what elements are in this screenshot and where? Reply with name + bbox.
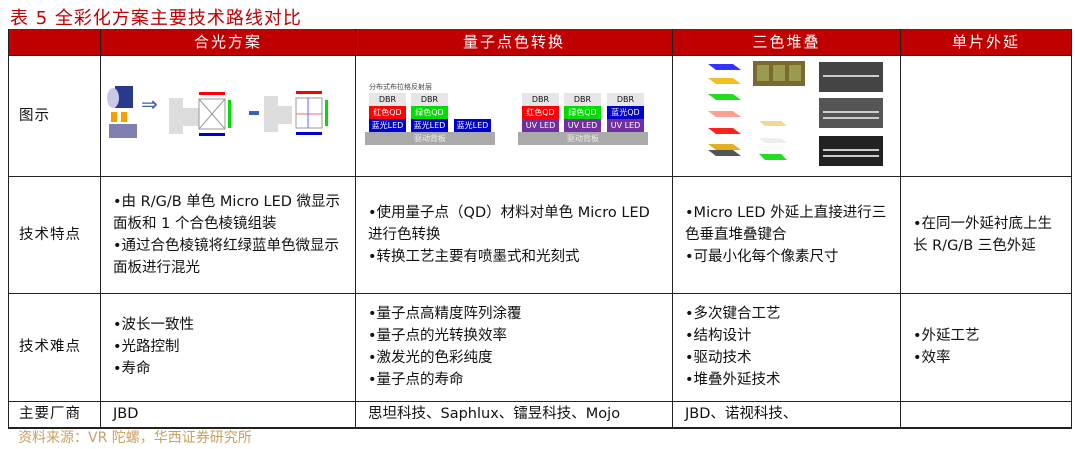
header-blank <box>8 29 101 56</box>
table-row: 技术难点 •波长一致性 •光路控制 •寿命 •量子点高精度阵列涂覆 •量子点的光转换效… <box>8 292 1072 402</box>
vendor-cell: 思坦科技、Saphlux、镭昱科技、Mojo <box>355 400 673 429</box>
list-item: •由 R/G/B 单色 Micro LED 微显示面板和 1 个合色棱镜组装 <box>113 193 341 232</box>
blue-led-layer: 蓝光LED <box>411 119 448 132</box>
list-item: •使用量子点（QD）材料对单色 Micro LED 进行色转换 <box>368 204 650 243</box>
header-combining: 合光方案 <box>100 29 356 56</box>
table-row: 技术特点 •由 R/G/B 单色 Micro LED 微显示面板和 1 个合色棱… <box>8 175 1072 294</box>
list-item: •光路控制 <box>113 339 180 355</box>
list-item: •量子点的寿命 <box>368 372 464 388</box>
list-item: •量子点高精度阵列涂覆 <box>368 306 522 322</box>
header-row: 合光方案 量子点色转换 三色堆叠 单片外延 <box>8 29 1072 56</box>
uv-led-layer: UV LED <box>522 119 559 132</box>
list-item: •外延工艺 <box>913 328 980 344</box>
blue-led-layer: 蓝光LED <box>369 119 406 132</box>
row-label: 技术特点 <box>8 175 101 294</box>
red-qd-layer: 红色QD <box>369 106 406 119</box>
table-row: 图示 ⇒ 分布式布拉格反射层 DBR 红色QD 蓝光LED DBR 绿色QD 蓝… <box>8 54 1072 177</box>
list-item: •驱动技术 <box>685 350 752 366</box>
row-label: 图示 <box>8 54 101 177</box>
table-title: 表 5 全彩化方案主要技术路线对比 <box>10 8 302 29</box>
dbr-layer: DBR <box>607 93 644 106</box>
table-row: 主要厂商 JBD 思坦科技、Saphlux、镭昱科技、Mojo JBD、诺视科技… <box>8 400 1072 429</box>
list-item: •转换工艺主要有喷墨式和光刻式 <box>368 248 580 265</box>
list-item: •波长一致性 <box>113 317 195 333</box>
list-item: •通过合色棱镜将红绿蓝单色微显示面板进行混光 <box>113 237 340 276</box>
backplane: 驱动背板 <box>518 132 648 145</box>
vendor-cell: JBD <box>100 400 356 429</box>
dbr-layer: DBR <box>564 93 601 106</box>
list-item: •结构设计 <box>685 328 752 344</box>
list-item: •效率 <box>913 350 951 366</box>
source-note: 资料来源：VR 陀螺，华西证券研究所 <box>18 430 252 446</box>
backplane: 驱动背板 <box>365 132 495 145</box>
red-qd-layer: 红色QD <box>522 106 559 119</box>
blue-qd-layer: 蓝光QD <box>607 106 644 119</box>
green-qd-layer: 绿色QD <box>411 106 448 119</box>
list-item: •寿命 <box>113 361 151 377</box>
svg-text:⇒: ⇒ <box>141 92 158 116</box>
row-label: 技术难点 <box>8 292 101 402</box>
list-item: •可最小化每个像素尺寸 <box>685 248 839 265</box>
mono-diagram-empty <box>900 54 1072 177</box>
dbr-layer: DBR <box>369 93 406 106</box>
comparison-table: 合光方案 量子点色转换 三色堆叠 单片外延 图示 ⇒ 分布式布拉格反射层 DBR… <box>8 29 1072 429</box>
vendor-cell <box>900 400 1072 429</box>
list-item: •在同一外延衬底上生长 R/G/B 三色外延 <box>913 215 1053 254</box>
qd-caption: 分布式布拉格反射层 <box>369 83 432 91</box>
row-label: 主要厂商 <box>8 400 101 429</box>
header-stack: 三色堆叠 <box>672 29 901 56</box>
list-item: •激发光的色彩纯度 <box>368 350 493 366</box>
uv-led-layer: UV LED <box>564 119 601 132</box>
uv-led-layer: UV LED <box>607 119 644 132</box>
list-item: •多次键合工艺 <box>685 306 781 322</box>
list-item: •量子点的光转换效率 <box>368 328 508 344</box>
stack-diagram <box>672 54 901 177</box>
dbr-layer: DBR <box>411 93 448 106</box>
prism-diagram-image: ⇒ <box>107 85 328 138</box>
dbr-layer: DBR <box>522 93 559 106</box>
qd-diagram: 分布式布拉格反射层 DBR 红色QD 蓝光LED DBR 绿色QD 蓝光LED … <box>355 54 673 177</box>
list-item: •堆叠外延技术 <box>685 372 781 388</box>
stack-diagram-image <box>708 60 883 166</box>
combining-diagram: ⇒ <box>100 54 356 177</box>
header-qd: 量子点色转换 <box>355 29 673 56</box>
green-qd-layer: 绿色QD <box>564 106 601 119</box>
list-item: •Micro LED 外延上直接进行三色垂直堆叠键合 <box>685 204 887 243</box>
blue-led-layer: 蓝光LED <box>454 119 491 132</box>
vendor-cell: JBD、诺视科技、 <box>672 400 901 429</box>
header-mono: 单片外延 <box>900 29 1072 56</box>
